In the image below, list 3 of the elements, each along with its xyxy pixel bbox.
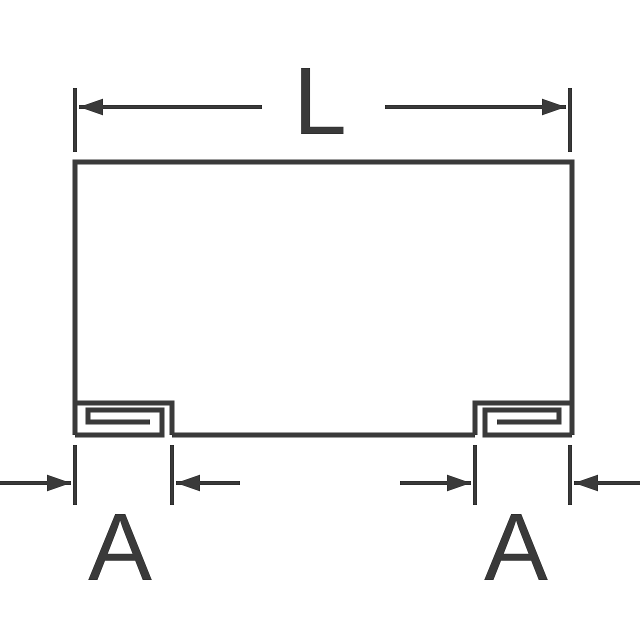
dimension-label: A: [484, 500, 548, 596]
dimension-label: L: [293, 54, 347, 150]
dimension-label: A: [88, 500, 152, 596]
